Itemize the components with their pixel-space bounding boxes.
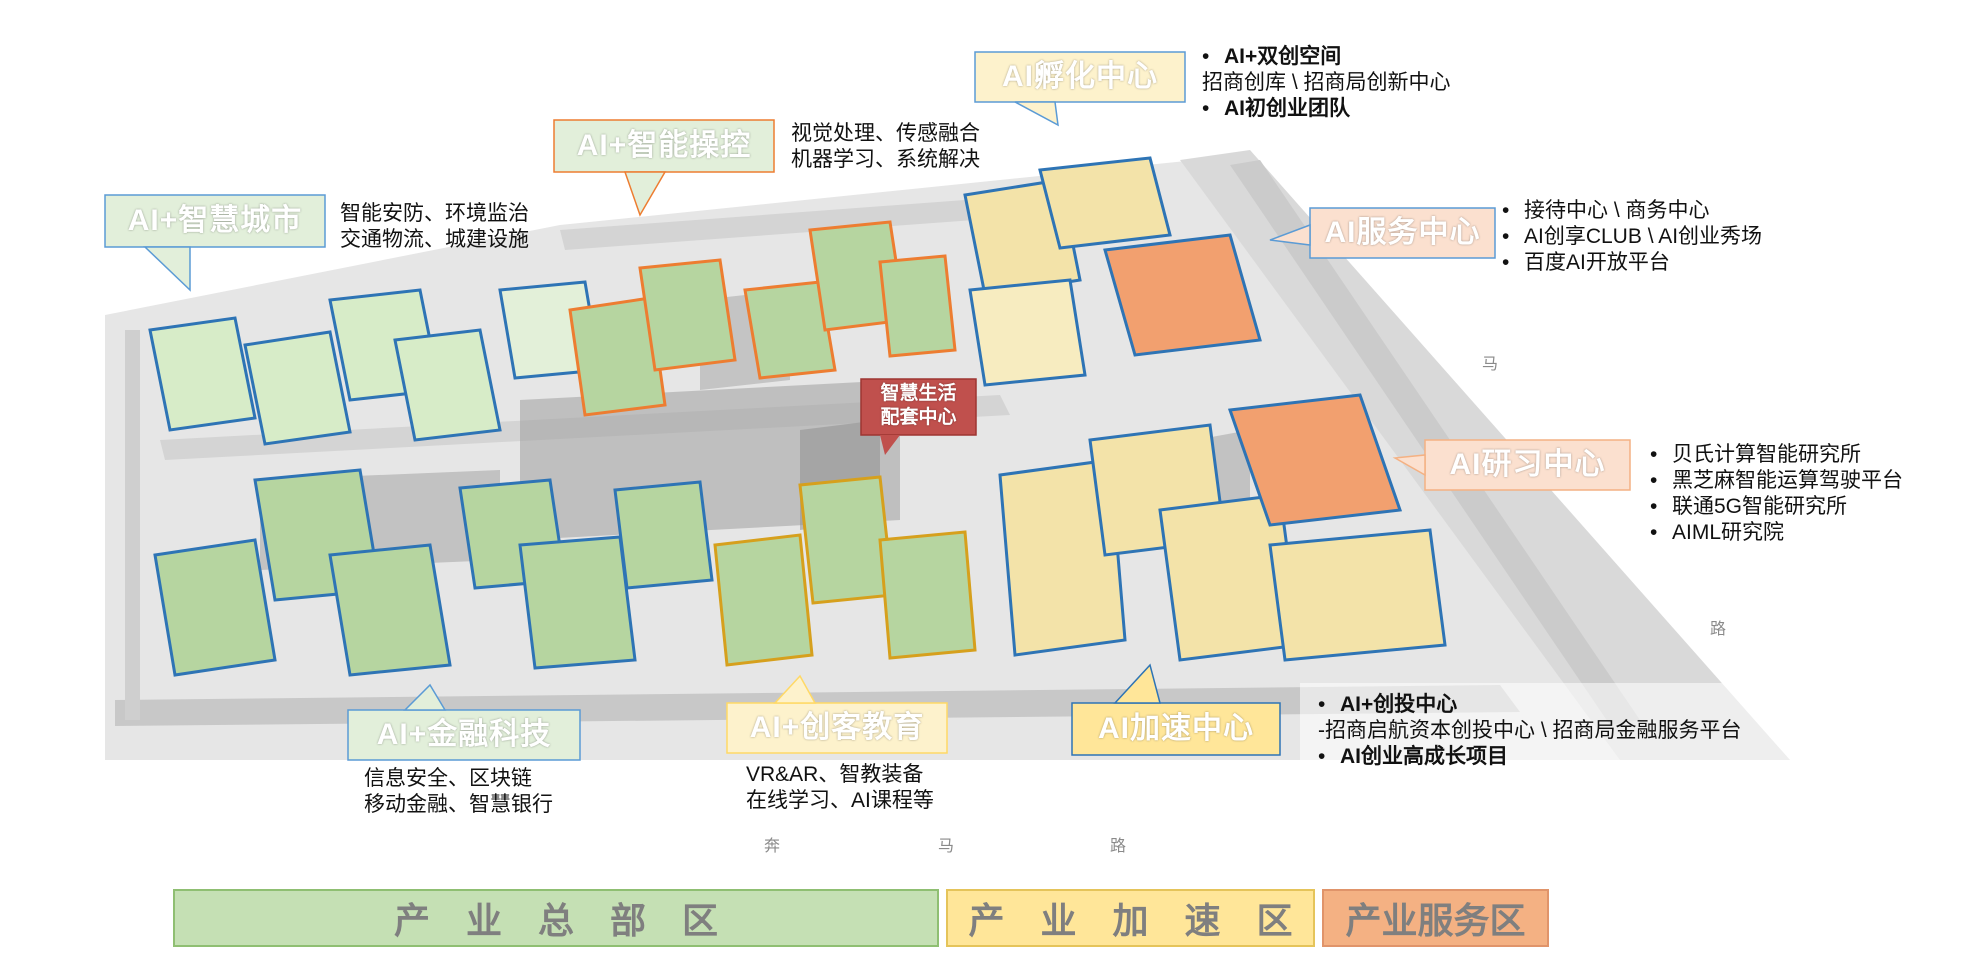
desc-line: 机器学习、系统解决 [791, 148, 980, 171]
desc-line: VR&AR、智教装备 [746, 763, 924, 786]
list-research: •贝氏计算智能研究所 •黑芝麻智能运算驾驶平台 •联通5G智能研究所 •AIML… [1650, 442, 1903, 546]
list-item: •AI创业高成长项目 [1318, 745, 1508, 768]
life-center-tag [860, 378, 977, 436]
desc-maker-edu: VR&AR、智教装备 在线学习、AI课程等 [746, 762, 934, 814]
road-label: 马 [1482, 356, 1499, 373]
road-label: 路 [1710, 621, 1727, 638]
list-item: •AI+双创空间 [1202, 45, 1342, 68]
life-center-line-1: 智慧生活 [880, 383, 957, 404]
list-item: •接待中心 \ 商务中心 [1502, 199, 1710, 222]
callout-shapes [104, 51, 1631, 761]
list-item: •AIML研究院 [1650, 521, 1785, 544]
callout-smart-control-label: AI+智能操控 [576, 129, 752, 162]
desc-line: 信息安全、区块链 [364, 767, 532, 790]
callout-service-label: AI服务中心 [1324, 216, 1481, 249]
legend-acceleration-zone: 产 业 加 速 区 [946, 889, 1315, 947]
list-item: •贝氏计算智能研究所 [1650, 443, 1861, 466]
list-item: •黑芝麻智能运算驾驶平台 [1650, 469, 1903, 492]
desc-line: 在线学习、AI课程等 [746, 789, 934, 812]
callout-incubation-label: AI孵化中心 [1002, 60, 1158, 93]
road-label: 奔 [764, 838, 781, 855]
green-cluster-gold-outline [713, 475, 977, 667]
orange-buildings [1103, 233, 1403, 527]
life-center-line-2: 配套中心 [880, 407, 957, 428]
list-item: 招商创库 \ 招商局创新中心 [1202, 71, 1451, 94]
desc-line: 交通物流、城建设施 [340, 228, 529, 251]
desc-line: 智能安防、环境监治 [340, 202, 529, 225]
legend-service-zone: 产业服务区 [1322, 889, 1549, 947]
road-label: 马 [938, 838, 955, 855]
desc-line: 视觉处理、传感融合 [791, 122, 980, 145]
yellow-buildings [963, 156, 1447, 662]
desc-smart-control: 视觉处理、传感融合 机器学习、系统解决 [791, 121, 980, 173]
list-incubation: •AI+双创空间 招商创库 \ 招商局创新中心 •AI初创业团队 [1202, 44, 1451, 122]
legend-headquarters-zone: 产 业 总 部 区 [173, 889, 939, 947]
list-item: •AI创享CLUB \ AI创业秀场 [1502, 225, 1763, 248]
list-accelerate: •AI+创投中心 -招商启航资本创投中心 \ 招商局金融服务平台 •AI创业高成… [1318, 692, 1742, 770]
callout-accelerate-label: AI加速中心 [1098, 712, 1254, 745]
desc-line: 移动金融、智慧银行 [364, 793, 553, 816]
list-item: -招商启航资本创投中心 \ 招商局金融服务平台 [1318, 719, 1742, 742]
list-item: •百度AI开放平台 [1502, 251, 1670, 274]
road-label: 路 [1110, 838, 1127, 855]
list-item: •AI+创投中心 [1318, 693, 1458, 716]
list-item: •AI初创业团队 [1202, 97, 1350, 120]
desc-smart-city: 智能安防、环境监治 交通物流、城建设施 [340, 201, 529, 253]
callout-research-label: AI研习中心 [1449, 448, 1606, 481]
callout-smart-city-label: AI+智慧城市 [127, 204, 303, 237]
green-cluster-orange-outline [568, 220, 957, 417]
desc-fintech: 信息安全、区块链 移动金融、智慧银行 [364, 766, 553, 818]
list-service: •接待中心 \ 商务中心 •AI创享CLUB \ AI创业秀场 •百度AI开放平… [1502, 198, 1762, 276]
callout-fintech-label: AI+金融科技 [376, 718, 552, 751]
list-item: •联通5G智能研究所 [1650, 495, 1848, 518]
green-cluster-south [153, 468, 714, 677]
callout-maker-edu-label: AI+创客教育 [749, 711, 925, 744]
life-center-label: 智慧生活 配套中心 [861, 382, 976, 430]
